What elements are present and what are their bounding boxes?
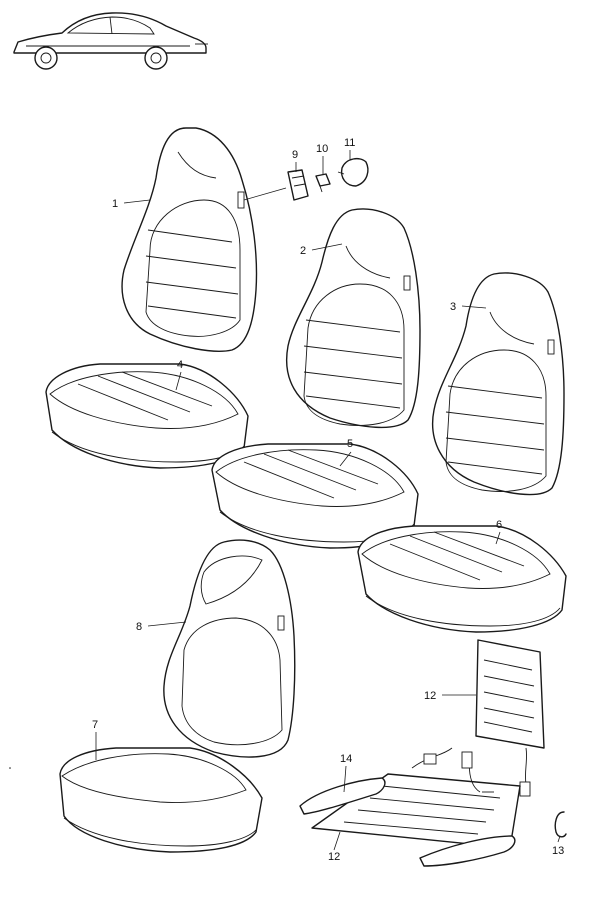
- part-1-backrest: [121, 127, 258, 352]
- part-label-2: 2: [300, 245, 306, 257]
- part-7-seat-foam: [59, 747, 263, 853]
- part-label-1: 1: [112, 198, 118, 210]
- part-label-12-lower: 12: [328, 851, 340, 863]
- part-label-3: 3: [450, 301, 456, 313]
- part-label-7: 7: [92, 719, 98, 731]
- part-label-11: 11: [344, 137, 355, 149]
- part-label-5: 5: [347, 438, 353, 450]
- part-12-heating-element-back: [475, 639, 545, 797]
- part-label-12-upper: 12: [424, 690, 436, 702]
- part-8-backrest-foam: [163, 539, 296, 758]
- part-labels: 1 2 3 4 5 6 7 8 9 10 11 12 12 13 14: [92, 137, 564, 863]
- part-label-6: 6: [496, 519, 502, 531]
- part-5-seat-cushion: [211, 443, 419, 549]
- part-label-10: 10: [316, 143, 328, 155]
- part-13-clamp: [554, 811, 567, 838]
- car-thumbnail-icon: [13, 12, 208, 70]
- part-9-knob: [287, 169, 309, 201]
- part-14-bolster-pads: [299, 777, 516, 867]
- part-label-4: 4: [177, 359, 183, 371]
- part-11-cap: [337, 157, 369, 187]
- part-3-backrest: [432, 272, 565, 496]
- part-label-14: 14: [340, 753, 352, 765]
- part-2-backrest: [286, 208, 421, 429]
- part-label-9: 9: [292, 149, 298, 161]
- part-label-13: 13: [552, 845, 564, 857]
- part-4-seat-cushion: [45, 363, 249, 469]
- part-label-8: 8: [136, 621, 142, 633]
- stray-mark: [9, 767, 11, 769]
- leader-lines: [95, 150, 561, 851]
- part-6-seat-cushion: [357, 525, 567, 633]
- part-10-clip: [315, 173, 331, 193]
